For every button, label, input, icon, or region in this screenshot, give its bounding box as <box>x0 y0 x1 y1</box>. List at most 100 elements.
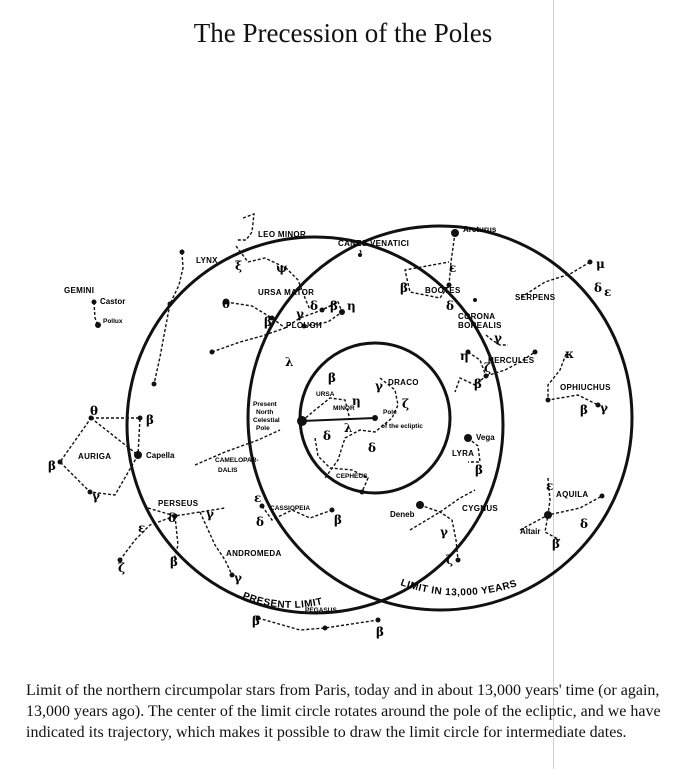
serpens-lines <box>519 261 591 299</box>
star-32 <box>358 253 362 257</box>
star-map: LEO MINOR CANES VENATICI LYNX GEMINI URS… <box>48 212 634 639</box>
label-castor: Castor <box>100 297 125 306</box>
star-2 <box>167 301 173 307</box>
label-camelopardalis-2: DALIS <box>218 467 238 474</box>
star-17 <box>88 415 94 421</box>
greek-label: δ <box>310 299 318 313</box>
andromeda-lines <box>199 511 233 576</box>
label-cepheus: CEPHEUS <box>336 473 368 480</box>
greek-label: δ <box>323 429 331 443</box>
star-22 <box>117 557 123 563</box>
label-lynx: LYNX <box>196 256 218 265</box>
corona-lines <box>485 334 508 346</box>
label-corona-1: CORONA <box>458 312 495 321</box>
label-perseus: PERSEUS <box>158 499 199 508</box>
star-8 <box>339 309 345 315</box>
greek-label: κ <box>565 347 574 361</box>
label-north-pole-4: Pole <box>256 425 270 432</box>
label-capella: Capella <box>146 451 175 460</box>
star-deneb <box>416 501 424 509</box>
greek-label: λ <box>344 421 352 435</box>
greek-label: δ <box>446 299 454 313</box>
greek-label: ε <box>254 491 261 505</box>
star-3 <box>151 381 157 387</box>
label-ursa-major: URSA MATOR <box>258 288 314 297</box>
star-19 <box>87 489 93 495</box>
present-limit-label: PRESENT LIMIT <box>241 591 324 611</box>
star-7 <box>301 323 307 329</box>
greek-label: ζ <box>446 553 453 567</box>
cygnus-lines <box>419 504 459 561</box>
greek-label: β <box>334 513 342 527</box>
greek-label: δ <box>256 515 264 529</box>
star-pollux <box>95 322 101 328</box>
star-4 <box>223 299 229 305</box>
greek-label: δ <box>594 281 602 295</box>
label-north-pole-1: Present <box>253 401 278 408</box>
auriga-lines <box>59 417 139 496</box>
greek-label: η <box>347 299 356 313</box>
star-capella <box>134 451 142 459</box>
label-north-pole-2: North <box>256 409 273 416</box>
greek-label: θ <box>90 404 98 418</box>
greek-label: η <box>352 394 361 408</box>
label-ursa-minor-2: MINOR <box>333 405 355 412</box>
label-plough: PLOUGH <box>286 321 322 330</box>
label-aquila: AQUILA <box>556 490 588 499</box>
label-vega: Vega <box>476 433 495 442</box>
label-lyra: LYRA <box>452 449 474 458</box>
gemini-lines <box>93 301 99 326</box>
future-limit-circle <box>246 224 634 612</box>
label-ophiuchus: OPHIUCHUS <box>560 383 611 392</box>
star-5 <box>209 349 215 355</box>
label-cygnus: CYGNUS <box>462 504 498 513</box>
greek-label: μ <box>596 257 605 271</box>
ursa-minor-lines <box>301 397 351 422</box>
greek-label: ζ <box>402 397 409 411</box>
cygnus-lines-2 <box>409 489 476 531</box>
star-12 <box>465 349 471 355</box>
leo-minor-lines <box>236 212 255 241</box>
ursa-major-lines <box>235 245 311 311</box>
label-arcturus: Arcturus <box>463 225 497 234</box>
star-altair <box>544 511 552 519</box>
greek-label: β <box>146 413 154 427</box>
label-bootes: BOOTES <box>425 286 461 295</box>
lynx-lines <box>153 251 184 385</box>
label-leo-minor: LEO MINOR <box>258 230 306 239</box>
star-vega <box>464 434 472 442</box>
label-auriga: AURIGA <box>78 452 111 461</box>
star-dots <box>57 229 605 631</box>
label-serpens: SERPENS <box>515 293 556 302</box>
greek-label: ε <box>604 285 611 299</box>
greek-label: γ <box>494 331 502 345</box>
star-north-pole <box>297 416 307 426</box>
cassiopeia-lines <box>261 505 333 521</box>
label-deneb: Deneb <box>390 510 415 519</box>
greek-label: δ <box>168 511 176 525</box>
greek-label: δ <box>580 517 588 531</box>
label-pegasus: PEGASUS <box>305 607 337 614</box>
star-labels: Arcturus Castor Pollux Capella Vega Dene… <box>100 225 540 536</box>
star-11 <box>446 282 452 288</box>
greek-label: ε <box>138 521 145 535</box>
greek-label: ψ <box>276 261 287 275</box>
ophiuchus-lines <box>547 353 599 406</box>
ursa-major-lines-3 <box>211 327 286 353</box>
lyra-lines <box>467 437 481 463</box>
label-canes-venatici: CANES VENATICI <box>338 239 409 248</box>
star-1 <box>179 249 185 255</box>
auriga-lines-2 <box>91 417 141 456</box>
greek-label: λ <box>285 355 293 369</box>
greek-label: β <box>552 537 560 551</box>
greek-label: β <box>474 377 482 391</box>
greek-label: ε <box>449 261 456 275</box>
figure-caption: Limit of the northern circumpolar stars … <box>26 682 661 741</box>
star-15 <box>545 397 551 403</box>
star-30 <box>599 493 605 499</box>
label-ursa-minor-1: URSA <box>316 391 335 398</box>
greek-label: γ <box>92 489 100 503</box>
bootes-lines <box>404 232 456 299</box>
star-ecliptic-pole <box>372 415 378 421</box>
star-25 <box>322 625 328 631</box>
